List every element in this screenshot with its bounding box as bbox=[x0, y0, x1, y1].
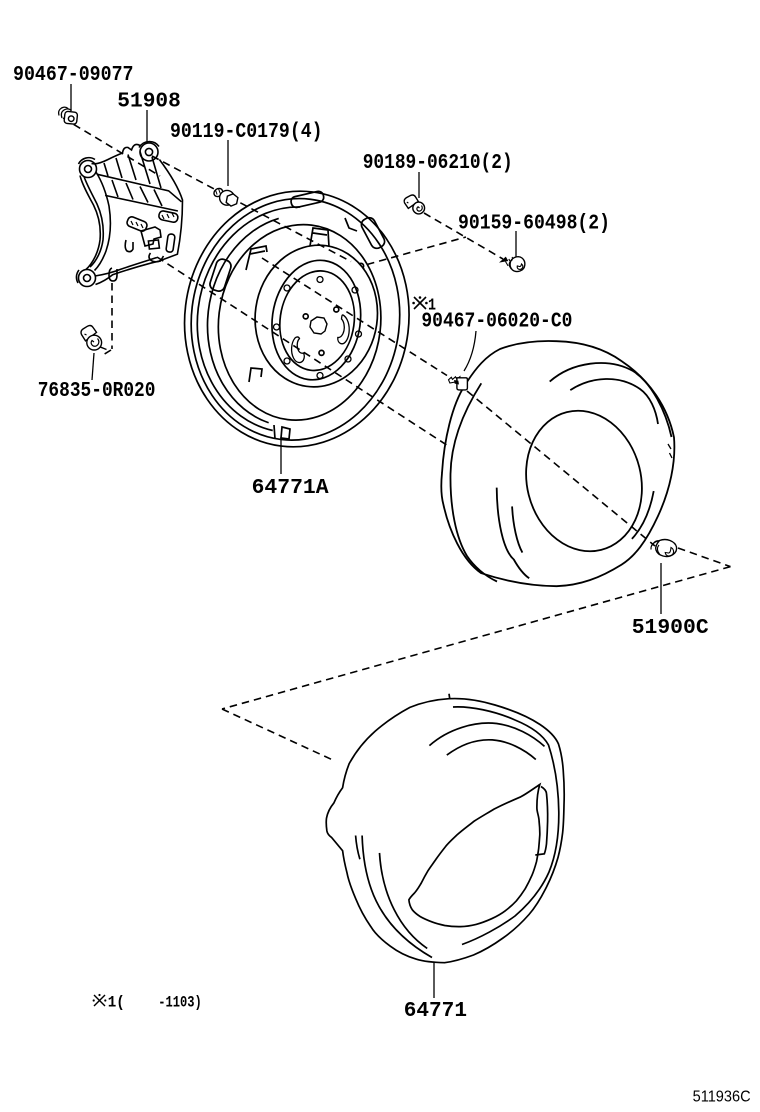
svg-text:51908: 51908 bbox=[117, 90, 181, 114]
svg-text:64771: 64771 bbox=[404, 999, 467, 1023]
svg-text:90189-06210(2): 90189-06210(2) bbox=[363, 151, 513, 175]
svg-text:76835-0R020: 76835-0R020 bbox=[38, 379, 156, 403]
svg-text:511936C: 511936C bbox=[693, 1089, 751, 1106]
svg-text:1(: 1( bbox=[108, 993, 125, 1011]
svg-text:64771A: 64771A bbox=[252, 476, 329, 500]
svg-text:90467-06020-C0: 90467-06020-C0 bbox=[421, 310, 572, 334]
svg-text:90159-60498(2): 90159-60498(2) bbox=[458, 211, 610, 235]
svg-text:90119-C0179(4): 90119-C0179(4) bbox=[170, 120, 323, 144]
svg-text:-1103): -1103) bbox=[158, 993, 202, 1011]
svg-text:51900C: 51900C bbox=[632, 616, 709, 640]
svg-text:90467-09077: 90467-09077 bbox=[13, 63, 134, 87]
svg-text:1: 1 bbox=[428, 295, 436, 314]
